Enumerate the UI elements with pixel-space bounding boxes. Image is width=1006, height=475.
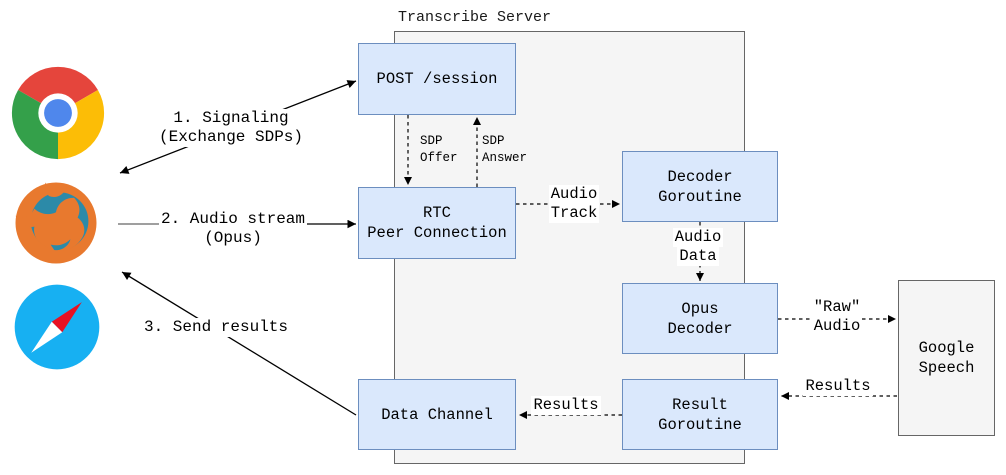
node-label: Peer Connection (367, 224, 507, 242)
node-result-goroutine: Result Goroutine (622, 379, 778, 450)
node-label: Speech (918, 359, 975, 377)
node-post-session: POST /session (358, 43, 516, 115)
transcribe-server-title: Transcribe Server (398, 9, 552, 26)
safari-icon (14, 284, 100, 370)
flow-label-send-results: 3. Send results (141, 318, 291, 337)
node-rtc-peer-connection: RTC Peer Connection (358, 187, 516, 259)
firefox-icon (15, 182, 97, 264)
node-label: Google (918, 339, 975, 357)
node-label: POST /session (376, 70, 498, 88)
edge-label-sdp-answer: SDP Answer (482, 134, 528, 165)
node-label: Goroutine (658, 415, 742, 434)
node-label: Result (672, 395, 728, 414)
node-label: Decoder (667, 319, 733, 338)
node-opus-decoder: Opus Decoder (622, 283, 778, 354)
node-label: Opus (681, 299, 719, 318)
edge-label-audio-track: Audio Track (548, 185, 600, 223)
flow-label-audio-stream: 2. Audio stream (Opus) (158, 210, 308, 248)
flow-label-signaling: 1. Signaling (Exchange SDPs) (156, 109, 306, 147)
edge-label-sdp-offer: SDP Offer (420, 134, 458, 165)
chrome-icon (11, 66, 105, 160)
node-label: Data Channel (381, 405, 493, 424)
node-decoder-goroutine: Decoder Goroutine (622, 151, 778, 222)
node-google-speech: Google Speech (898, 280, 995, 436)
node-label: Goroutine (658, 187, 742, 206)
edge-label-results-to-server: Results (803, 377, 873, 396)
node-data-channel: Data Channel (358, 379, 516, 450)
send-results-arrow (121, 271, 357, 416)
node-label: Decoder (667, 167, 733, 186)
edge-label-raw-audio: "Raw" Audio (811, 298, 863, 336)
edge-label-audio-data: Audio Data (672, 228, 724, 266)
node-label: RTC (423, 204, 451, 222)
edge-label-results-to-channel: Results (531, 396, 601, 415)
